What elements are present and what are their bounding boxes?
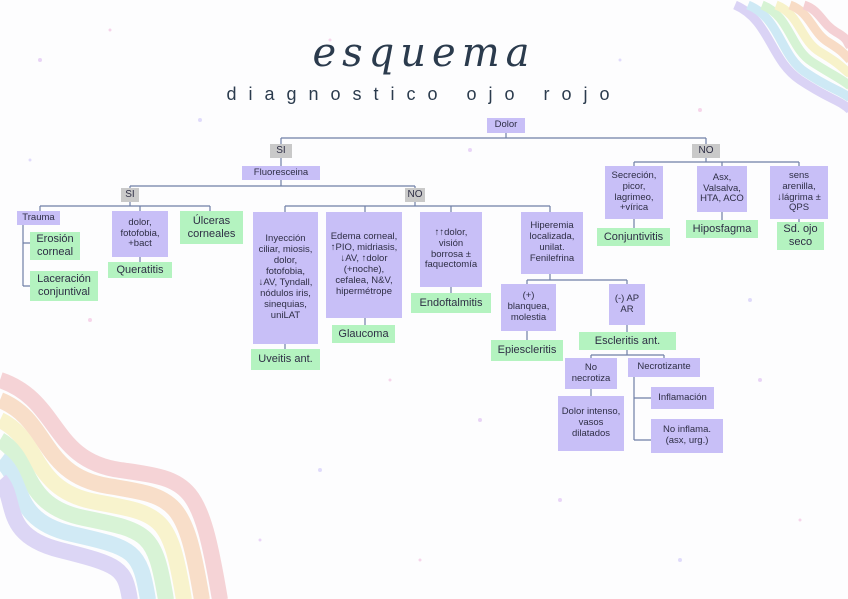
node-dolor-vision: ↑↑dolor, visión borrosa ± faquectomía: [420, 212, 482, 287]
node-laceracion: Laceración conjuntival: [30, 271, 98, 301]
node-inflamacion: Inflamación: [651, 387, 714, 409]
node-sens: sens arenilla, ↓lágrima ± QPS: [770, 166, 828, 219]
node-ulceras: Úlceras corneales: [180, 211, 243, 244]
node-blanquea: (+) blanquea, molestia: [501, 284, 556, 331]
rainbow-bottom-left: [0, 372, 228, 599]
node-dolor-intenso: Dolor intenso, vasos dilatados: [558, 396, 624, 451]
node-conjuntivitis: Conjuntivitis: [597, 228, 670, 246]
node-ojo-seco: Sd. ojo seco: [777, 222, 824, 250]
node-no-necrotiza: No necrotiza: [565, 358, 617, 389]
node-endoftalmitis: Endoftalmitis: [411, 293, 491, 313]
node-ap-ar: (-) AP AR: [609, 284, 645, 325]
node-glaucoma: Glaucoma: [332, 325, 395, 343]
node-hiperemia: Hiperemia localizada, unilat. Fenilefrin…: [521, 212, 583, 274]
node-dolor-fotofobia: dolor, fotofobia, +bact: [112, 211, 168, 257]
node-escleritis: Escleritis ant.: [579, 332, 676, 350]
node-trauma: Trauma: [17, 211, 60, 225]
node-hiposfagma: Hiposfagma: [686, 220, 758, 238]
rainbow-top-right: [732, 0, 848, 114]
node-uveitis: Uveitis ant.: [251, 349, 320, 370]
node-no-top: NO: [692, 144, 720, 158]
subtitle: diagnostico ojo rojo: [226, 84, 622, 104]
node-fluoresceina: Fluoresceina: [242, 166, 320, 180]
node-inyeccion: Inyección ciliar, miosis, dolor, fotofob…: [253, 212, 318, 344]
node-queratitis: Queratitis: [108, 262, 172, 278]
node-epiescleritis: Epiescleritis: [491, 340, 563, 361]
node-si-top: SI: [270, 144, 292, 158]
node-necrotizante: Necrotizante: [628, 358, 700, 377]
node-asx: Asx, Valsalva, HTA, ACO: [697, 166, 747, 212]
node-edema: Edema corneal, ↑PIO, midriasis, ↓AV, ↑do…: [326, 212, 402, 318]
node-dolor: Dolor: [487, 118, 525, 133]
node-erosion: Erosión corneal: [30, 232, 80, 260]
node-si-fluo: SI: [121, 188, 139, 202]
node-no-inflama: No inflama. (asx, urg.): [651, 419, 723, 453]
title: esquema: [312, 30, 536, 76]
node-no-fluo: NO: [405, 188, 425, 202]
node-secrecion: Secreción, picor, lagrimeo, +vírica: [605, 166, 663, 219]
